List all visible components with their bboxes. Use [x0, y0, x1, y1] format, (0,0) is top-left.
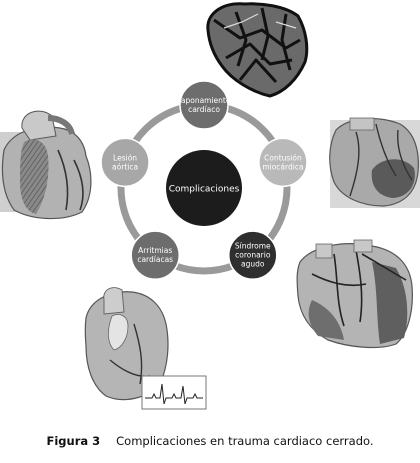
- node-label-line: agudo: [241, 260, 265, 269]
- center-circle: [166, 150, 242, 226]
- center-label: Complicaciones: [169, 185, 240, 195]
- node-label-line: cardíacas: [137, 255, 173, 264]
- heart-aorta-illustration: [0, 110, 92, 220]
- node-circle: [179, 80, 229, 130]
- node-label-line: coronario: [235, 251, 271, 260]
- caption-text: Complicaciones en trauma cardiaco cerrad…: [116, 434, 374, 448]
- complications-diagram: Complicaciones TaponamientocardíacoContu…: [0, 2, 420, 410]
- node-label-line: Lesión: [113, 153, 137, 162]
- node-label-line: miocárdica: [262, 162, 303, 171]
- node-circle: [100, 137, 150, 188]
- node-label-line: cardíaco: [188, 105, 220, 114]
- heart-pericardium-illustration: [206, 2, 309, 98]
- heart-contusion-illustration: [329, 117, 420, 208]
- node-circle: [228, 230, 278, 280]
- node-label-line: Taponamiento: [177, 96, 231, 105]
- figure-caption: Figura 3 Complicaciones en trauma cardiac…: [0, 434, 420, 448]
- node-label-line: Arritmias: [138, 246, 172, 255]
- node-label-line: Síndrome: [235, 242, 271, 251]
- caption-label: Figura 3: [46, 434, 101, 448]
- heart-arrhythmia-illustration: [84, 287, 207, 410]
- node-circle: [258, 137, 308, 188]
- heart-coronary-illustration: [296, 239, 413, 349]
- node-label-line: aórtica: [112, 162, 138, 171]
- node-label-line: Contusión: [264, 153, 302, 162]
- node-circle: [130, 230, 180, 280]
